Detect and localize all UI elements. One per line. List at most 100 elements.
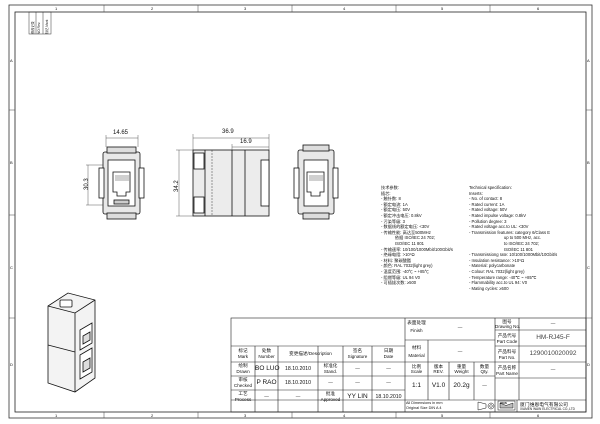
logo-text: WAIN xyxy=(500,402,507,405)
side-view xyxy=(192,149,270,217)
spec-line: - 额定电流: 1A xyxy=(381,201,408,207)
zone-letter-right: B xyxy=(587,160,590,165)
zone-ticks xyxy=(9,5,592,418)
spec-line: - 可插拔次数: ≥500 xyxy=(381,280,417,286)
zone-number-top: 1 xyxy=(55,6,58,11)
company-name-cn: 厦门维恩电气有限公司 xyxy=(520,403,568,408)
dim-side-length: 36.9 xyxy=(222,129,234,135)
specs-cn-block: 技术参数: 插芯: - 触针数: 8 - 额定电流: 1A - 额定电压: 50… xyxy=(381,185,453,286)
projection-symbol xyxy=(477,401,495,411)
mark-label: Mark xyxy=(237,354,249,359)
spec-line: to ISO/IEC 24 702; xyxy=(469,240,540,246)
scale-label-cn: 比例 xyxy=(411,364,422,369)
standard-date: — xyxy=(386,366,391,371)
finish-label: Finish xyxy=(410,328,423,333)
spec-line: - 数据线的额定电压: <30V xyxy=(381,224,430,230)
spec-line: - Temperature range: -40℃ ~ +85℃ xyxy=(469,274,537,280)
weight-value: 20.2g xyxy=(453,382,470,389)
back-view xyxy=(293,144,339,220)
dim-front-height: 30.3 xyxy=(84,178,90,190)
finish-label-cn: 表面处理 xyxy=(407,320,426,325)
dims-note-2: Original Size DIN A 4 xyxy=(406,406,442,410)
revision-label: 修改记录 xyxy=(31,21,35,34)
drawing-no-label: Drawing No. xyxy=(495,324,521,329)
approved-name: YY LIN xyxy=(347,393,368,400)
spec-line: - 额定冲击电压: 0.8kV xyxy=(381,212,422,218)
approved-label-cn: 批准 xyxy=(325,391,336,396)
spec-line: - 温度范围: -40℃ ~ +85℃ xyxy=(381,268,429,274)
part-no-label-cn: 产品料号 xyxy=(497,349,517,354)
zone-letter-left: A xyxy=(10,58,13,63)
signature-label: Signature xyxy=(347,354,368,359)
mark-label-cn: 标记 xyxy=(238,348,248,353)
drawn-date: 18.10.2010 xyxy=(285,366,311,372)
number-label: Number xyxy=(258,354,275,359)
standard-label-cn: 标准化 xyxy=(323,363,338,368)
front-view xyxy=(98,146,145,220)
spec-line: - Rated voltage acc.to UL: <30V xyxy=(469,224,529,230)
spec-line: - Colour: RAL 7032(light grey) xyxy=(469,268,525,274)
process-label: Process xyxy=(234,397,252,402)
standard-label: Stand. xyxy=(323,369,338,374)
scale-label: Scale xyxy=(410,369,423,374)
spec-line: - Insulation resistance: >10⁹Ω xyxy=(469,257,525,263)
scale-value: 1:1 xyxy=(411,382,422,389)
dims-note-1: All Dimensions in mm xyxy=(406,401,443,405)
approved-date: 18.10.2010 xyxy=(375,394,402,400)
spec-line: - No. of contact: 8 xyxy=(469,196,503,202)
part-name-value: — xyxy=(550,367,556,372)
spec-line: ISO/IEC 11 801 xyxy=(469,246,533,252)
part-code-value: HM-RJ45-F xyxy=(536,334,570,341)
qty-value: — xyxy=(482,383,487,388)
specs-en-block: Technical specification: Inserts: - No. … xyxy=(469,185,557,291)
spec-line: - 额定电压: 50V xyxy=(381,207,411,213)
spec-line: 依据 ISO/IEC 24 702; xyxy=(381,235,435,241)
part-code-label: Part Code xyxy=(496,339,518,344)
rev-value: V1.0 xyxy=(431,382,446,389)
revision-label: NO Rev. xyxy=(37,22,41,34)
checked-label: Checked xyxy=(233,383,253,388)
material-label: Material xyxy=(408,353,425,358)
drawing-no-value: — xyxy=(550,321,556,326)
spec-line: - Pollution degree: 3 xyxy=(469,218,507,224)
zone-letter-left: C xyxy=(10,265,13,270)
signature-label-cn: 签名 xyxy=(352,348,363,353)
isometric-view xyxy=(47,292,96,393)
zone-number-bottom: 5 xyxy=(441,413,444,418)
zone-number-top: 3 xyxy=(244,6,247,11)
spec-line: - 传输速率: 10/100/1000Mbit/100Gbit/s xyxy=(381,246,453,252)
spec-line: Technical specification: xyxy=(469,185,512,190)
standard-name: — xyxy=(355,366,360,371)
dim-front-width: 14.65 xyxy=(113,130,129,136)
zone-letter-left: D xyxy=(10,362,13,367)
zone-letter-right: D xyxy=(587,362,590,367)
spec-line: - 触针数: 8 xyxy=(381,196,401,202)
spec-line: - Material: polycarbonate xyxy=(469,263,516,269)
company-logo xyxy=(497,400,516,411)
spec-line: up to 500 MHz, acc. xyxy=(469,235,542,241)
spec-line: - Transmission features: category 6/Clas… xyxy=(469,229,550,235)
zone-number-bottom: 6 xyxy=(537,413,540,418)
zone-letter-left: B xyxy=(10,160,13,165)
spec-line: - Rated impulse voltage: 0.8kV xyxy=(469,212,527,218)
part-no-label: Part No. xyxy=(498,355,516,360)
number-label-cn: 处数 xyxy=(261,348,272,353)
zone-number-bottom: 2 xyxy=(151,413,154,418)
description-label: 变更描述/Description xyxy=(289,351,332,356)
spec-line: Inserts: xyxy=(469,190,483,196)
spec-line: - Transmissiong rate: 10/100/1000Mbit/10… xyxy=(469,252,558,258)
zone-number-bottom: 1 xyxy=(55,413,58,418)
spec-line: - 阻燃等级: UL 94 V0 xyxy=(381,274,420,280)
spec-line: - Mating cycles: ≥500 xyxy=(469,285,509,291)
side-dimensions xyxy=(176,134,270,217)
spec-line: - Rated voltage: 50V xyxy=(469,207,508,213)
zone-letter-right: C xyxy=(587,265,590,270)
drawn-name: BO LUO xyxy=(255,365,280,372)
part-code-label-cn: 产品代号 xyxy=(497,333,517,338)
rev-label: REV. xyxy=(433,369,444,374)
process-name: — xyxy=(264,394,269,399)
dim-side-inner: 16.9 xyxy=(240,139,252,145)
material-value: — xyxy=(457,349,463,354)
spec-line: 插芯: xyxy=(381,190,391,196)
